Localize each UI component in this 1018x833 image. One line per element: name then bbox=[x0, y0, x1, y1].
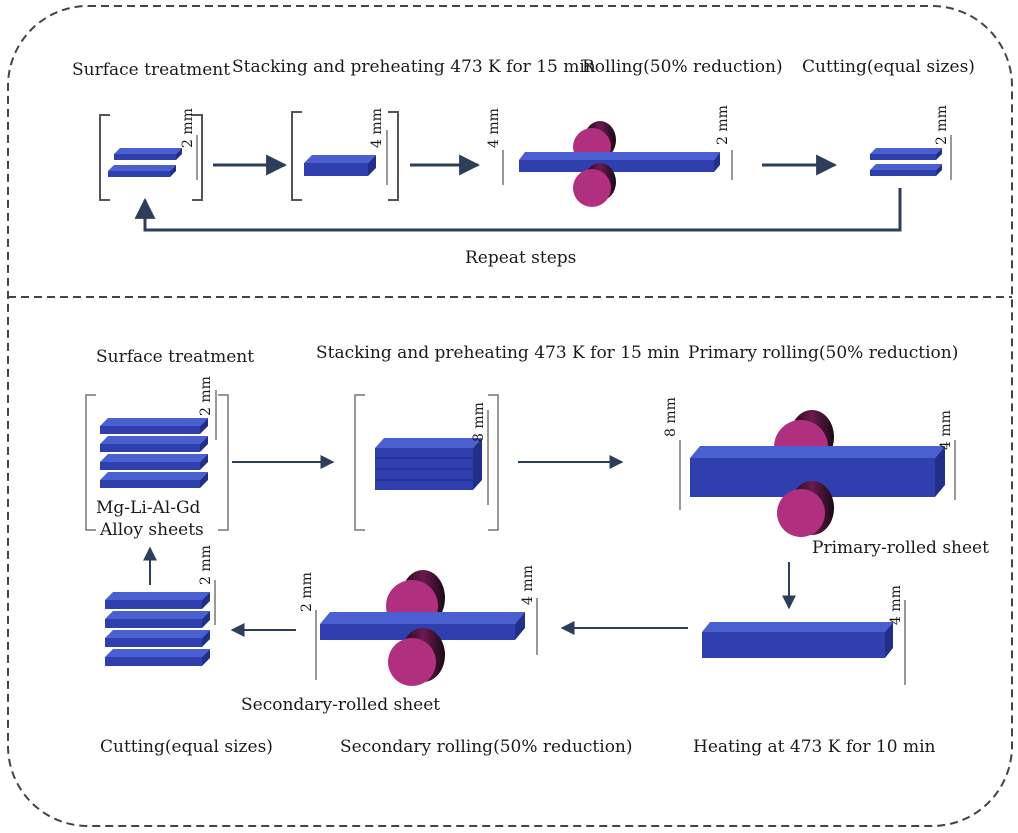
sheet bbox=[105, 630, 210, 647]
sheet bbox=[100, 436, 208, 452]
secondary-out-thickness: 2 mm bbox=[299, 572, 315, 612]
outer-frame bbox=[7, 5, 1013, 827]
top-rolling-mill: 4 mm 2 mm bbox=[486, 105, 733, 207]
primary-out-thickness: 4 mm bbox=[938, 410, 954, 450]
top-step-stacking-label: Stacking and preheating 473 K for 15 min bbox=[232, 57, 596, 77]
sheet bbox=[108, 165, 176, 177]
top-stack-thickness: 4 mm bbox=[369, 108, 385, 148]
top-rolling-out-thickness: 2 mm bbox=[715, 105, 731, 145]
bottom-heating-label: Heating at 473 K for 10 min bbox=[693, 737, 936, 757]
roller-bottom bbox=[777, 481, 834, 537]
alloy-label-line1: Mg-Li-Al-Gd bbox=[96, 498, 201, 518]
bottom-secondary-rolling: 2 mm 4 mm Secondary-rolled sheet bbox=[241, 565, 538, 715]
sheet bbox=[100, 472, 208, 488]
heating-thickness: 4 mm bbox=[888, 585, 904, 625]
bottom-stacked-block: 8 mm bbox=[354, 394, 499, 531]
bottom-heating-sheet: 4 mm bbox=[702, 585, 906, 685]
bottom-stacking-label: Stacking and preheating 473 K for 15 min bbox=[316, 343, 680, 363]
bottom-primary-rolling: 8 mm 4 mm Primary-rolled sheet bbox=[663, 397, 989, 558]
bottom-secondary-label: Secondary rolling(50% reduction) bbox=[340, 737, 633, 757]
bottom-cutting-label: Cutting(equal sizes) bbox=[100, 737, 273, 757]
top-step-surface-label: Surface treatment bbox=[72, 60, 230, 80]
bottom-surface-label: Surface treatment bbox=[96, 347, 254, 367]
repeat-loop-arrow bbox=[134, 188, 902, 232]
sheet bbox=[100, 418, 208, 434]
repeat-steps-label: Repeat steps bbox=[465, 248, 576, 268]
sheet bbox=[105, 649, 210, 666]
secondary-rolled-sheet-label: Secondary-rolled sheet bbox=[241, 695, 440, 715]
top-stacked-sheet: 4 mm bbox=[291, 108, 399, 201]
sheet bbox=[105, 611, 210, 628]
top-section: Surface treatment Stacking and preheatin… bbox=[72, 57, 975, 268]
bottom-primary-label: Primary rolling(50% reduction) bbox=[688, 343, 958, 363]
top-rolling-in-thickness: 4 mm bbox=[486, 108, 502, 148]
roller-bottom bbox=[388, 628, 445, 686]
top-step-cutting-label: Cutting(equal sizes) bbox=[802, 57, 975, 77]
secondary-in-thickness: 4 mm bbox=[520, 565, 536, 605]
top-cut-thickness: 2 mm bbox=[934, 105, 950, 145]
bottom-surface-sheets: 2 mm Mg-Li-Al-Gd Alloy sheets bbox=[85, 376, 229, 540]
top-cut-sheets: 2 mm bbox=[870, 105, 952, 180]
top-surface-thickness: 2 mm bbox=[180, 108, 196, 148]
primary-in-thickness: 8 mm bbox=[663, 397, 679, 437]
bottom-stack-thickness: 8 mm bbox=[471, 402, 487, 442]
bottom-section: Surface treatment Stacking and preheatin… bbox=[85, 343, 989, 757]
sheet bbox=[114, 148, 182, 160]
alloy-label-line2: Alloy sheets bbox=[99, 520, 204, 540]
bottom-cut-sheets: 2 mm bbox=[105, 545, 216, 666]
bottom-cut-thickness: 2 mm bbox=[198, 545, 214, 585]
roller-bottom bbox=[573, 163, 616, 207]
bottom-surface-thickness: 2 mm bbox=[198, 376, 214, 416]
primary-rolled-sheet-label: Primary-rolled sheet bbox=[812, 538, 989, 558]
sheet bbox=[105, 592, 210, 609]
sheet bbox=[100, 454, 208, 470]
top-step-rolling-label: Rolling(50% reduction) bbox=[582, 57, 783, 77]
top-surface-sheets: 2 mm bbox=[99, 108, 203, 201]
